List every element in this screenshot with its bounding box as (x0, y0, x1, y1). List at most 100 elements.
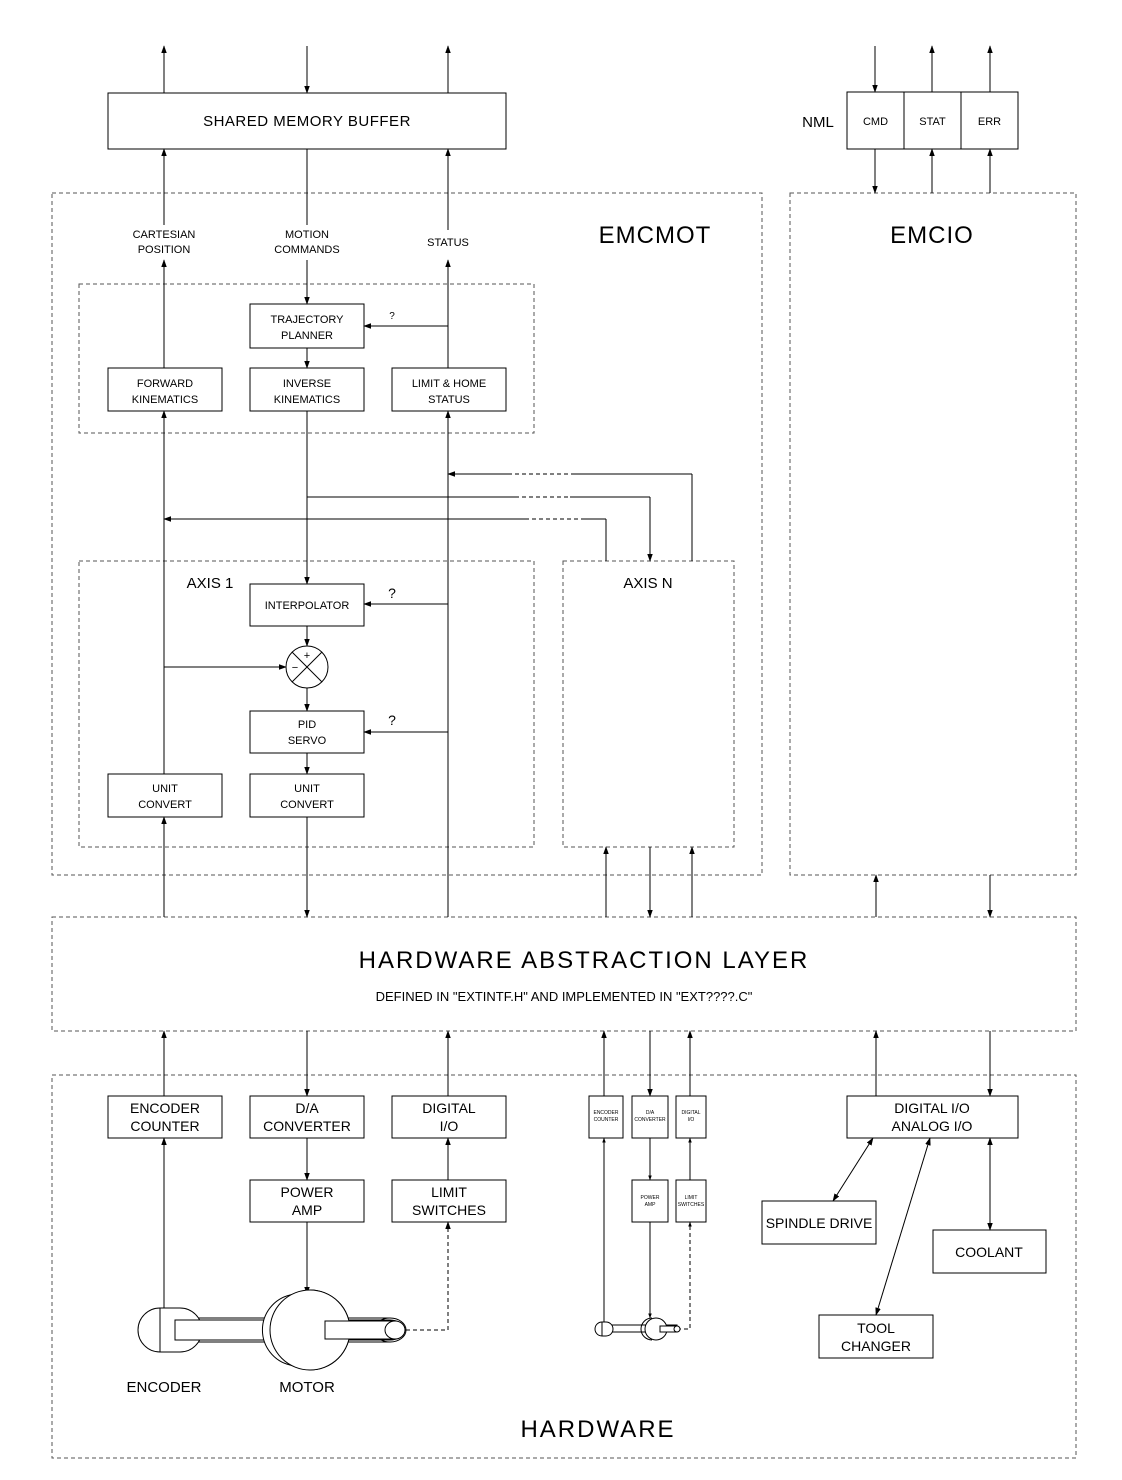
da-converter-label-2: CONVERTER (263, 1118, 351, 1134)
trajectory-query-label: ? (389, 311, 395, 322)
forward-kinematics-label-2: KINEMATICS (132, 394, 198, 406)
encoder-counter-label-2: COUNTER (130, 1118, 199, 1134)
hal-title: HARDWARE ABSTRACTION LAYER (359, 947, 810, 974)
nml-stat-box (903, 91, 962, 150)
nml-err-label: ERR (978, 116, 1001, 128)
da-converter-label-1: D/A (295, 1100, 319, 1116)
limit-home-status-label-2: STATUS (428, 394, 470, 406)
spindle-drive-box (761, 1200, 877, 1245)
digital-io-label-2: I/O (440, 1118, 459, 1134)
io-tool-changer-bidir-arrow (875, 1137, 931, 1316)
motion-commands-label-2: COMMANDS (274, 244, 339, 256)
pid-servo-label-1: PID (298, 719, 316, 731)
motor-label: MOTOR (279, 1379, 335, 1396)
tool-changer-label-1: TOOL (857, 1320, 895, 1336)
summing-minus-sign: − (292, 662, 298, 674)
power-amp-label-1: POWER (281, 1184, 334, 1200)
interpolator-box (249, 583, 365, 627)
small-motor-to-limit-dashed (677, 1221, 692, 1330)
nml-label: NML (802, 114, 834, 131)
inverse-kinematics-label-2: KINEMATICS (274, 394, 340, 406)
nml-cmd-label: CMD (863, 116, 888, 128)
digital-io-label-1: DIGITAL (422, 1100, 476, 1116)
emcio-region (789, 192, 1077, 876)
encoder-counter-box (107, 1095, 223, 1139)
nml-err-box (960, 91, 1019, 150)
hal-subtitle: DEFINED IN "EXTINTF.H" AND IMPLEMENTED I… (376, 989, 753, 1004)
small-encoder-counter-box (588, 1095, 624, 1139)
inverse-kinematics-label-1: INVERSE (283, 378, 331, 390)
io-box-label-1: DIGITAL I/O (894, 1100, 970, 1116)
nml-stat-label: STAT (919, 116, 946, 128)
unit-convert-right-box (249, 773, 365, 818)
io-box (846, 1095, 1019, 1139)
limit-switches-label-1: LIMIT (431, 1184, 467, 1200)
summing-junction-cross-2 (291, 651, 323, 683)
encoder-counter-label-1: ENCODER (130, 1100, 200, 1116)
limit-home-status-box (391, 367, 507, 412)
small-digital-io-label-2: I/O (688, 1117, 695, 1123)
forward-kinematics-box (107, 367, 223, 412)
shared-memory-buffer-box (107, 92, 507, 150)
power-amp-label-2: AMP (292, 1202, 322, 1218)
emcio-title: EMCIO (890, 222, 974, 249)
small-encoder-counter-label-1: ENCODER (593, 1110, 618, 1116)
power-amp-box (249, 1179, 365, 1223)
coolant-label: COOLANT (955, 1244, 1023, 1260)
small-digital-io-label-1: DIGITAL (681, 1110, 700, 1116)
emcmot-title: EMCMOT (599, 222, 712, 249)
hardware-region (51, 1074, 1077, 1459)
da-converter-box (249, 1095, 365, 1139)
io-spindle-bidir-arrow (832, 1137, 874, 1202)
small-limit-switches-label-1: LIMIT (685, 1195, 698, 1201)
small-power-amp-box (631, 1179, 669, 1223)
small-limit-switches-box (675, 1179, 707, 1223)
emcmot-region (51, 192, 763, 876)
tool-changer-label-2: CHANGER (841, 1338, 911, 1354)
trajectory-planner-label-1: TRAJECTORY (271, 314, 345, 326)
limit-switches-label-2: SWITCHES (412, 1202, 486, 1218)
hardware-title: HARDWARE (520, 1416, 675, 1443)
digital-io-box (391, 1095, 507, 1139)
limit-home-status-label-1: LIMIT & HOME (412, 378, 486, 390)
unit-convert-right-label-2: CONVERT (280, 799, 334, 811)
small-encoder-counter-label-2: COUNTER (594, 1117, 619, 1123)
trajectory-planner-box (249, 303, 365, 349)
pid-servo-box (249, 710, 365, 754)
shared-memory-buffer-label: SHARED MEMORY BUFFER (203, 113, 411, 130)
cartesian-position-label-2: POSITION (138, 244, 191, 256)
small-power-amp-label-1: POWER (641, 1195, 660, 1201)
io-box-label-2: ANALOG I/O (892, 1118, 973, 1134)
tool-changer-box (818, 1314, 934, 1359)
motor-encoder-icon (137, 1289, 407, 1371)
encoder-label: ENCODER (126, 1379, 201, 1396)
forward-kinematics-label-1: FORWARD (137, 378, 193, 390)
status-label: STATUS (427, 237, 469, 249)
pid-query-label: ? (388, 712, 396, 728)
small-digital-io-box (675, 1095, 707, 1139)
inverse-kinematics-box (249, 367, 365, 412)
unit-convert-right-label-1: UNIT (294, 783, 320, 795)
interpolator-label: INTERPOLATOR (265, 600, 350, 612)
small-da-converter-label-1: D/A (646, 1110, 655, 1116)
small-motor-encoder-icon (594, 1317, 681, 1341)
interpolator-query-label: ? (388, 585, 396, 601)
hal-region (51, 916, 1077, 1032)
motor-to-limit-switches-dashed (406, 1221, 451, 1331)
unit-convert-left-label-2: CONVERT (138, 799, 192, 811)
axis1-title: AXIS 1 (187, 575, 234, 592)
small-da-converter-label-2: CONVERTER (634, 1117, 666, 1123)
small-limit-switches-label-2: SWITCHES (678, 1202, 705, 1208)
unit-convert-left-label-1: UNIT (152, 783, 178, 795)
axisN-region (562, 560, 735, 848)
pid-servo-label-2: SERVO (288, 735, 327, 747)
summing-plus-sign: + (304, 650, 310, 662)
axisN-title: AXIS N (623, 575, 672, 592)
spindle-drive-label: SPINDLE DRIVE (766, 1215, 873, 1231)
trajectory-planner-label-2: PLANNER (281, 330, 333, 342)
small-power-amp-label-2: AMP (645, 1202, 657, 1208)
small-da-converter-box (631, 1095, 669, 1139)
cartesian-position-label-1: CARTESIAN (133, 229, 196, 241)
motion-commands-label-1: MOTION (285, 229, 329, 241)
